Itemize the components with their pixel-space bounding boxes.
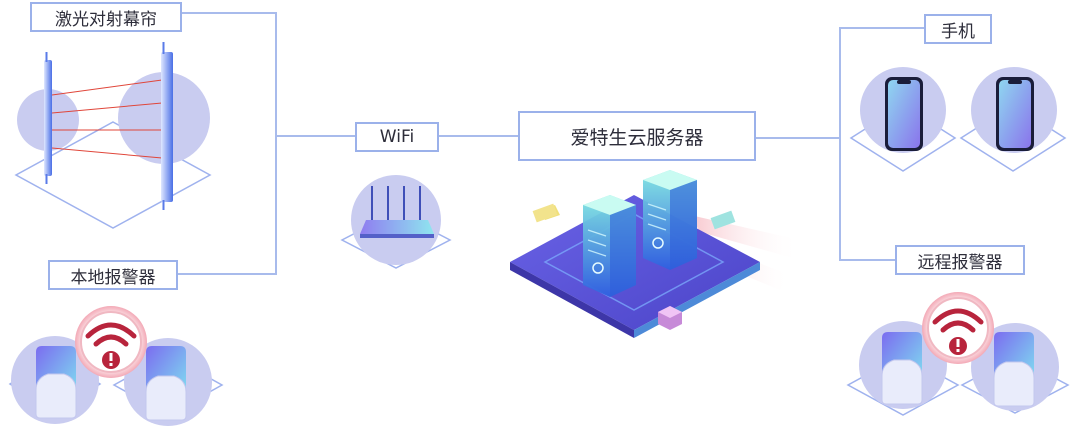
remote-alarm-label: 远程报警器 xyxy=(895,245,1025,275)
phones-illustration xyxy=(849,67,1067,172)
light-curtain-illustration xyxy=(14,42,212,229)
cloud-server-label: 爱特生云服务器 xyxy=(518,111,756,161)
remote-alarm-illustration xyxy=(846,292,1070,416)
cloud-server-illustration xyxy=(510,170,800,338)
phone-label: 手机 xyxy=(924,14,992,44)
light-curtain-label: 激光对射幕帘 xyxy=(30,2,182,32)
connector-lines xyxy=(177,12,925,275)
wifi-label: WiFi xyxy=(355,122,439,152)
local-alarm-illustration xyxy=(8,306,224,426)
local-alarm-label: 本地报警器 xyxy=(48,260,178,290)
wifi-router-illustration xyxy=(340,175,452,269)
